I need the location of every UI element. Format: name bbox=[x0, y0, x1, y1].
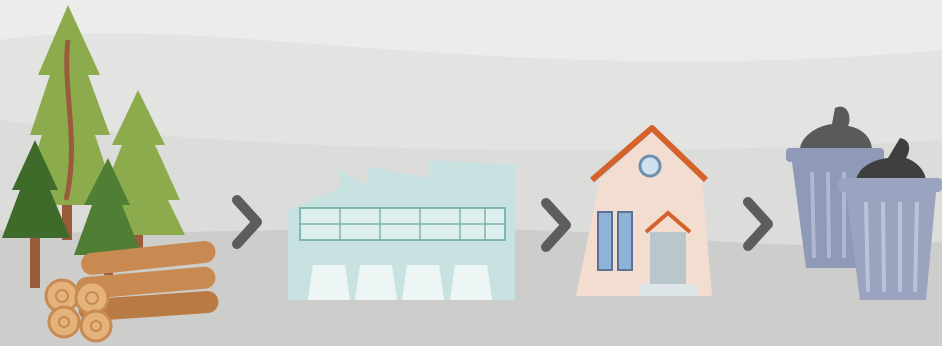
factory-door bbox=[402, 265, 444, 300]
factory-door bbox=[355, 265, 397, 300]
house-window bbox=[618, 212, 632, 270]
factory-door bbox=[308, 265, 350, 300]
house-step bbox=[640, 284, 698, 296]
bin-lid bbox=[786, 148, 884, 162]
bin-lid bbox=[838, 178, 942, 192]
round-window bbox=[640, 156, 660, 176]
trash-bin-front bbox=[846, 192, 936, 300]
house-window bbox=[598, 212, 612, 270]
house-door bbox=[650, 232, 686, 284]
factory-door bbox=[450, 265, 492, 300]
